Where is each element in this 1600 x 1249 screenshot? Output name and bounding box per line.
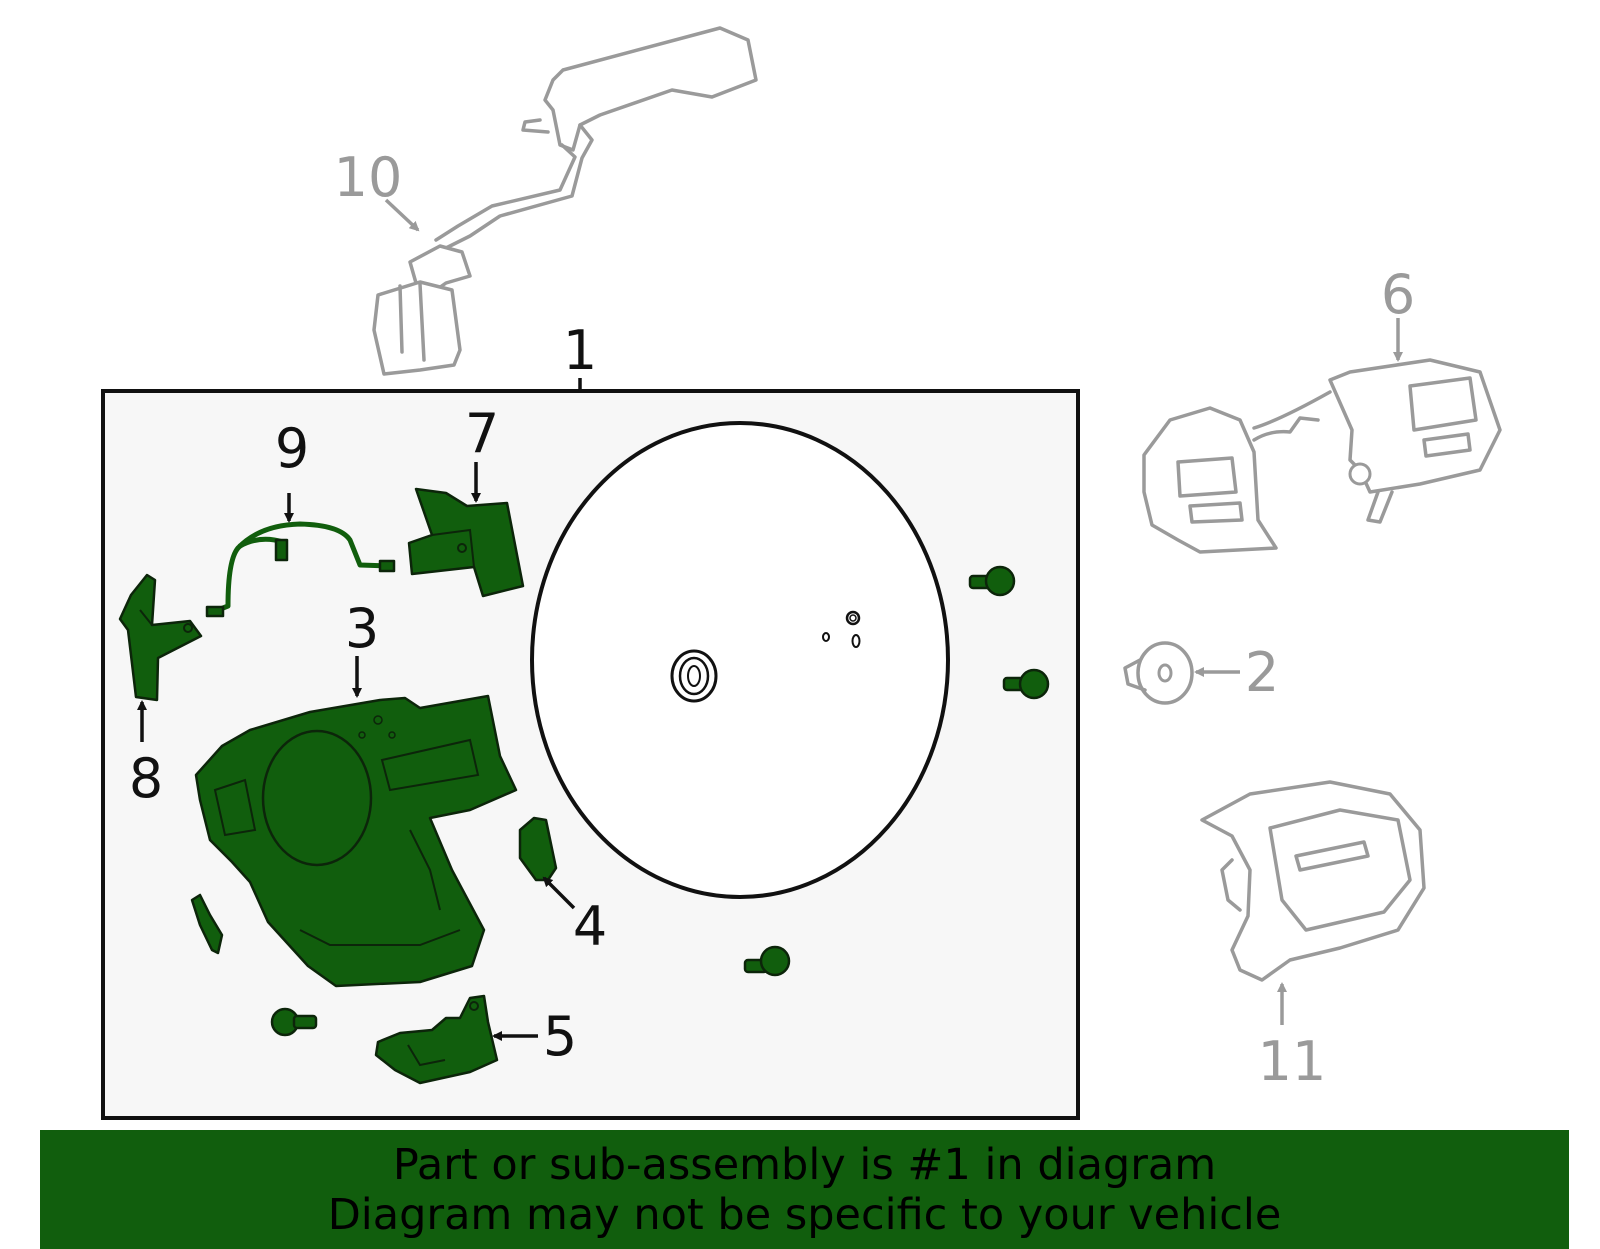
part-4-small-cover <box>518 816 558 882</box>
callout-7: 7 <box>465 402 499 465</box>
disclaimer-banner: Part or sub-assembly is #1 in diagram Di… <box>40 1130 1569 1249</box>
callout-2: 2 <box>1245 641 1279 704</box>
part-2-cap <box>1123 641 1194 705</box>
screw-4 <box>270 1007 318 1037</box>
part-3-lower-cover <box>194 694 518 988</box>
steering-wheel-cover <box>530 421 950 899</box>
part-6-switch-assembly <box>1142 358 1502 554</box>
banner-line-2: Diagram may not be specific to your vehi… <box>327 1189 1282 1240</box>
screw-1 <box>968 565 1016 597</box>
part-7-bracket <box>407 487 525 598</box>
callout-4: 4 <box>573 895 607 958</box>
callout-3: 3 <box>345 597 379 660</box>
arrow-4 <box>542 876 576 910</box>
part-10-harness <box>372 26 758 376</box>
callout-9: 9 <box>275 417 309 480</box>
part-11-airbag <box>1200 780 1426 982</box>
callout-1: 1 <box>563 319 597 382</box>
callout-8: 8 <box>129 747 163 810</box>
callout-11: 11 <box>1258 1030 1327 1093</box>
callout-6: 6 <box>1381 263 1415 326</box>
screw-2 <box>1002 668 1050 700</box>
callout-10: 10 <box>334 146 403 209</box>
part-9-wire-harness <box>205 521 396 618</box>
part-8-bracket <box>118 573 203 702</box>
callout-5: 5 <box>543 1005 577 1068</box>
small-clip-left <box>190 893 224 955</box>
part-5-lower-cover <box>374 994 499 1085</box>
banner-line-1: Part or sub-assembly is #1 in diagram <box>392 1139 1217 1190</box>
screw-3 <box>743 945 791 977</box>
arrow-10 <box>384 198 420 232</box>
